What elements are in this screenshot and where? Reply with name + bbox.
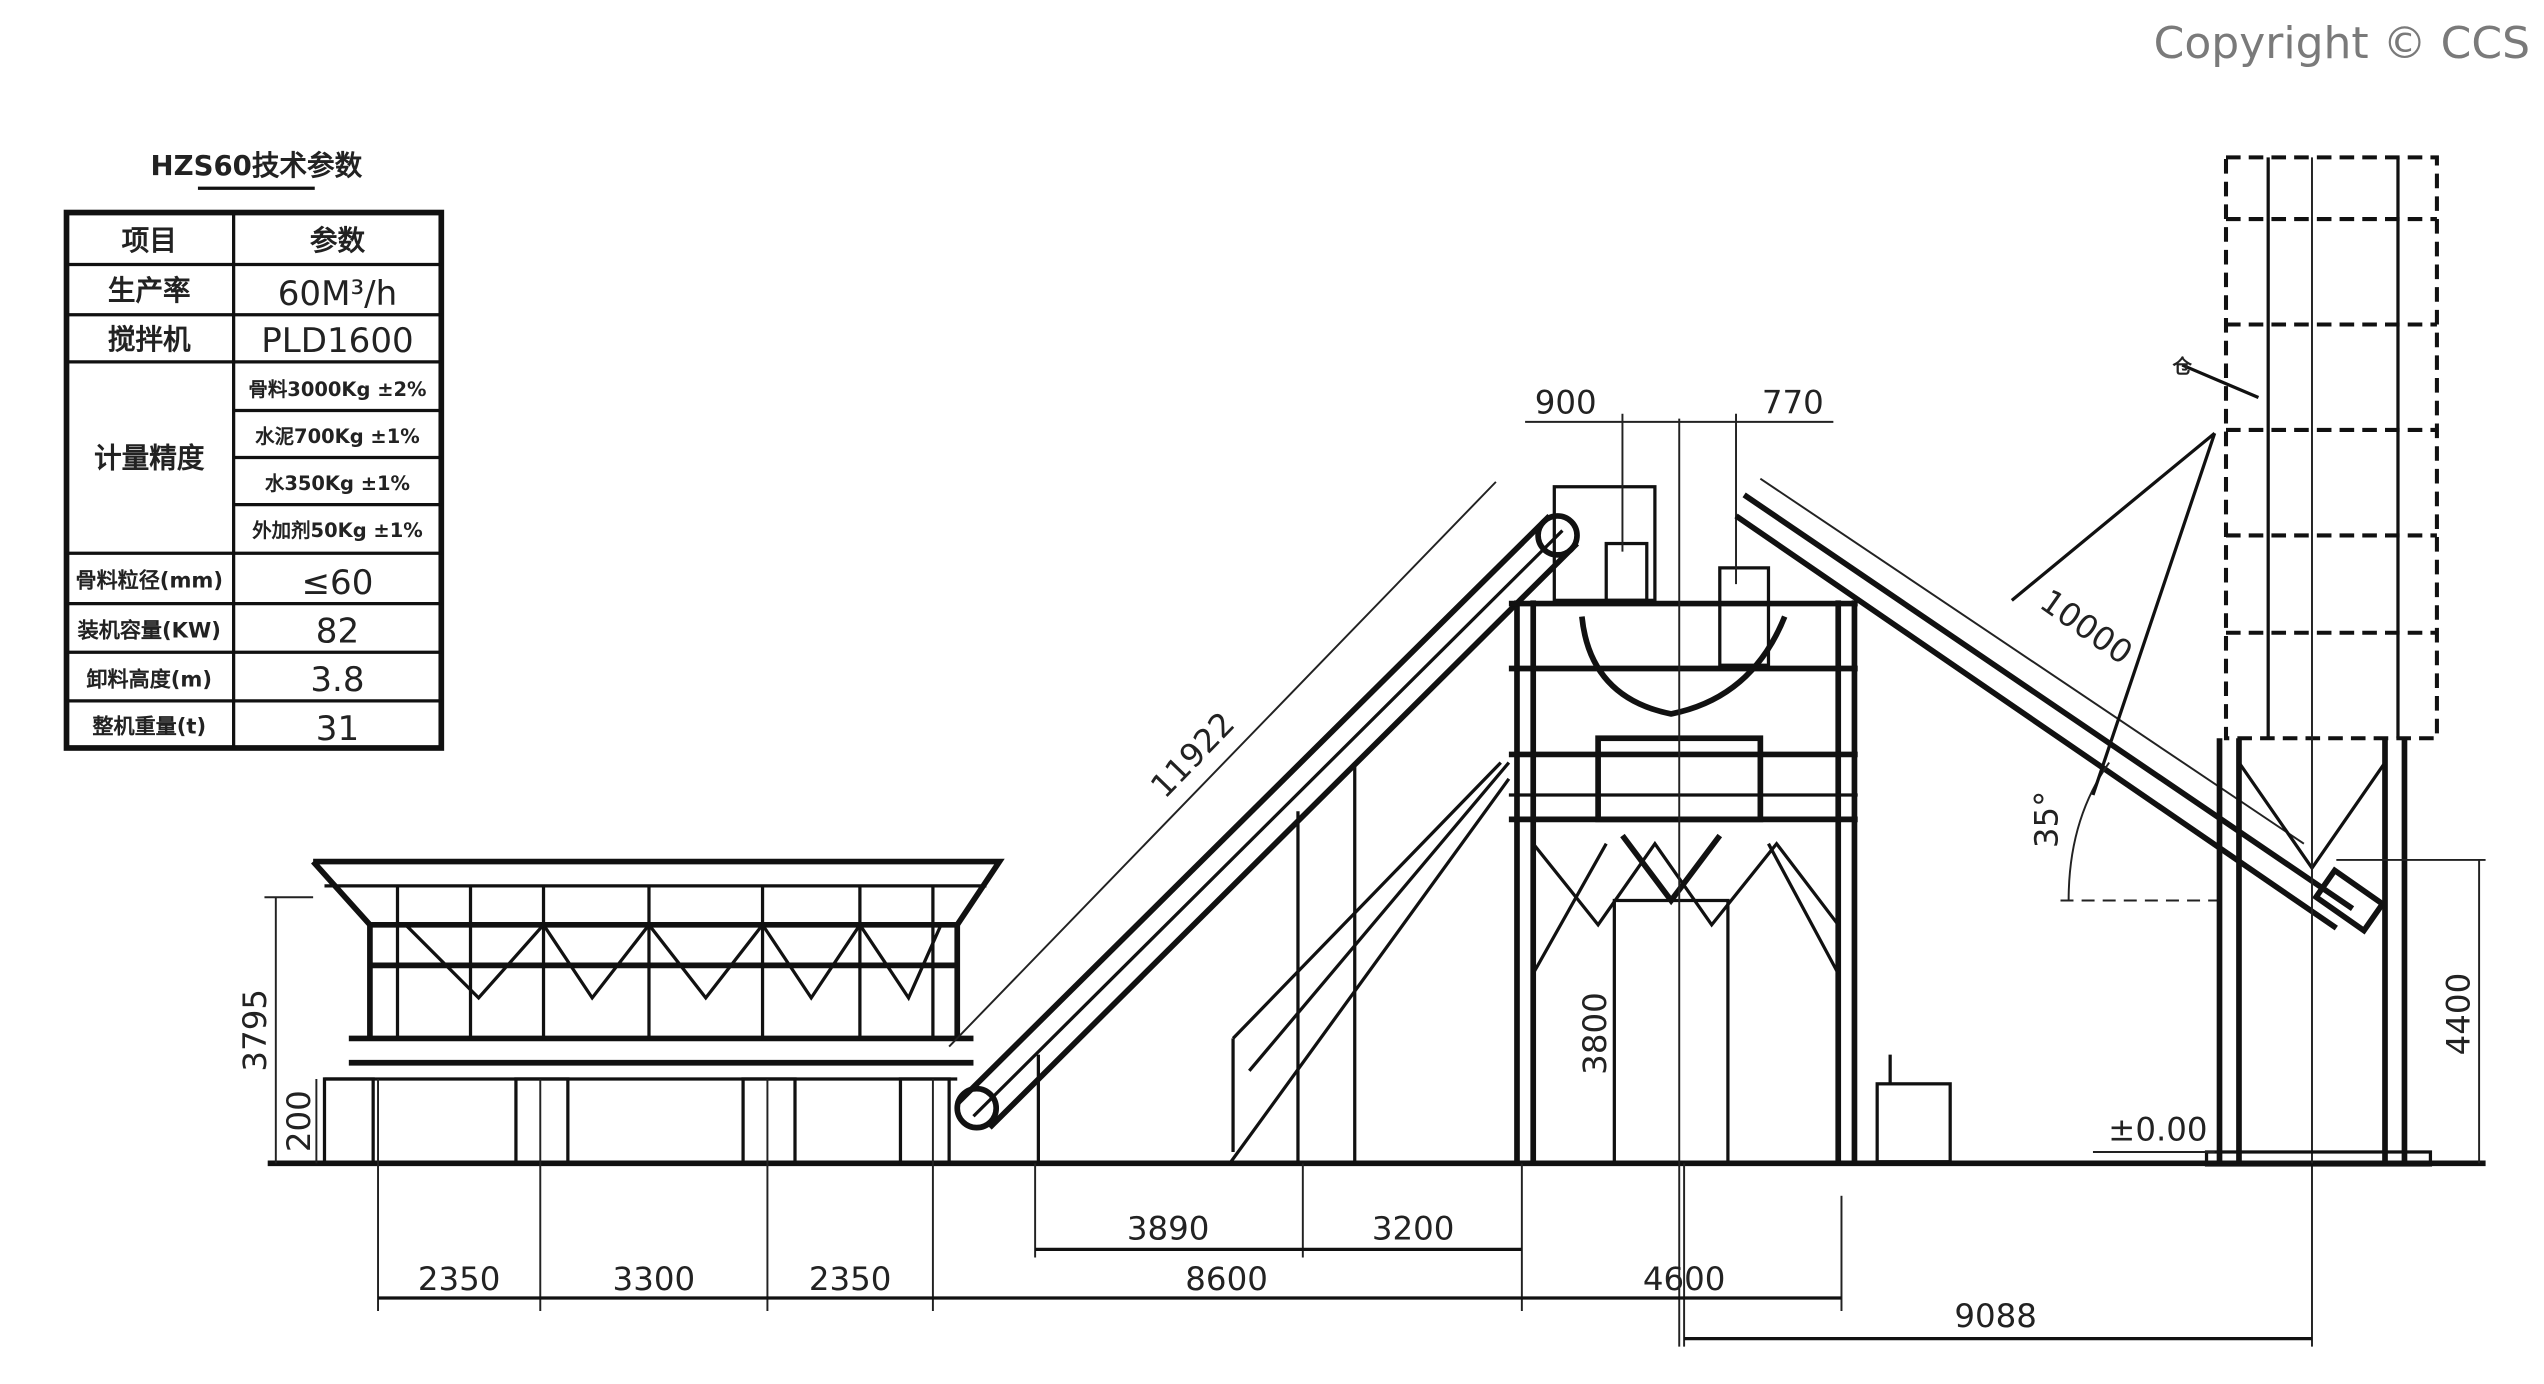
table-label: 搅拌机 <box>108 323 191 356</box>
table-value: 60M³/h <box>278 274 397 314</box>
table-label: 计量精度 <box>94 441 205 474</box>
table-label: 卸料高度(m) <box>86 666 212 691</box>
table-value: 31 <box>316 709 359 749</box>
table-value: PLD1600 <box>261 321 413 361</box>
dim-9088: 9088 <box>1954 1297 2037 1335</box>
table-value: 82 <box>316 612 359 652</box>
dim-770: 770 <box>1762 384 1824 422</box>
dim-3890: 3890 <box>1127 1210 1210 1248</box>
table-value: 3.8 <box>310 660 364 700</box>
left-height-dimension: 3795 200 <box>236 896 318 1164</box>
table-label: 生产率 <box>108 274 191 307</box>
table-value: 水泥700Kg ±1% <box>255 425 420 448</box>
dim-3200: 3200 <box>1372 1210 1455 1248</box>
dim-2350-b: 2350 <box>809 1260 892 1298</box>
table-value: 水350Kg ±1% <box>265 472 410 495</box>
dim-200: 200 <box>280 1090 318 1152</box>
table-label: 装机容量(KW) <box>78 618 221 643</box>
table-value: 骨料3000Kg ±2% <box>248 378 426 401</box>
dim-4600: 4600 <box>1643 1260 1726 1298</box>
bottom-dimensions: 2350 3300 2350 8600 4600 3890 3200 9088 <box>377 1078 2312 1347</box>
dim-2350-a: 2350 <box>418 1260 501 1298</box>
spec-table: HZS60技术参数 项目 参数 生产率 60M³/h 搅拌机 PLD1600 计… <box>63 149 445 751</box>
dim-4400: 4400 <box>2439 973 2477 1056</box>
table-label: 骨料粒径(mm) <box>76 567 224 592</box>
dim-3300: 3300 <box>613 1260 696 1298</box>
screw-conveyor: 10000 35° <box>1734 477 2387 935</box>
dim-10000: 10000 <box>2033 582 2139 672</box>
ground-level-mark: ±0.00 <box>2108 1111 2207 1149</box>
table-header-item: 项目 <box>122 224 177 257</box>
table-value: 外加剂50Kg ±1% <box>252 519 423 542</box>
dim-8600: 8600 <box>1185 1260 1268 1298</box>
stairs <box>1228 761 1511 1165</box>
aggregate-batcher <box>311 858 1005 1165</box>
mixing-tower: 3800 <box>1508 418 1952 1347</box>
table-header-value: 参数 <box>310 224 366 257</box>
dim-3800: 3800 <box>1576 992 1614 1075</box>
belt-conveyor: 11922 <box>948 481 1580 1164</box>
table-label: 整机重量(t) <box>92 713 206 738</box>
dim-11922: 11922 <box>1143 705 1242 806</box>
dim-3795: 3795 <box>236 989 274 1072</box>
spec-table-title: HZS60技术参数 <box>151 149 363 182</box>
copyright-text: Copyright © CCS <box>2153 18 2530 69</box>
cement-silo: 仓 4400 ±0.00 <box>2010 155 2486 1347</box>
dim-900: 900 <box>1535 384 1597 422</box>
top-dimension: 900 770 <box>1525 384 1834 585</box>
dim-angle-35: 35° <box>2027 791 2065 849</box>
silo-tag-label: 仓 <box>2171 355 2192 378</box>
table-value: ≤60 <box>302 563 374 603</box>
